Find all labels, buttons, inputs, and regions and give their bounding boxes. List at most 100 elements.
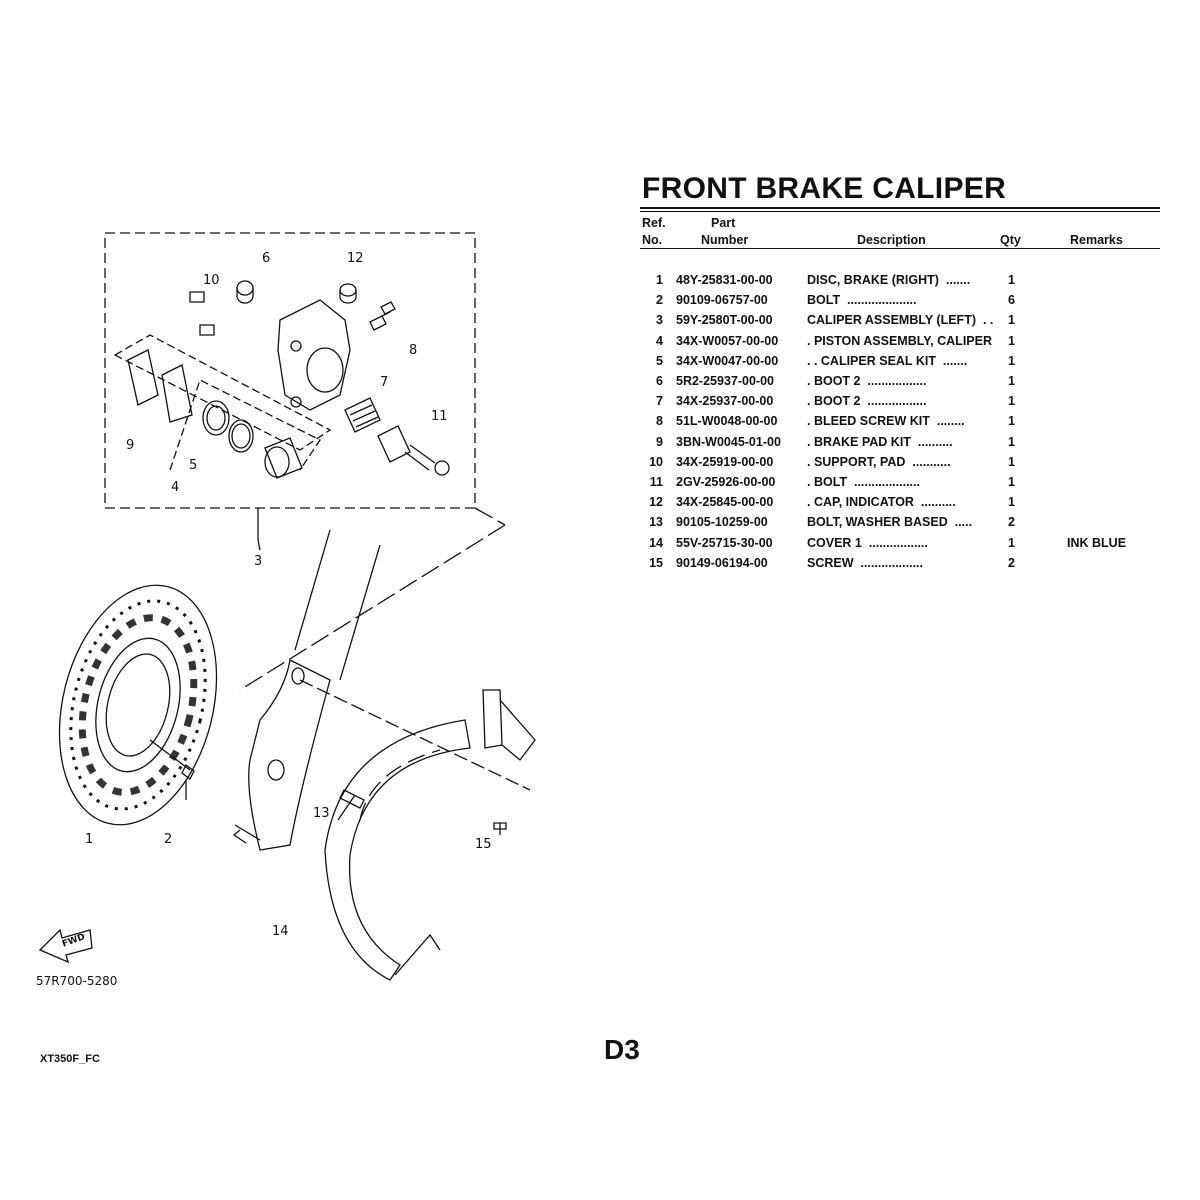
exploded-parts-diagram — [38, 232, 536, 981]
header-number: Number — [701, 233, 749, 247]
ref-number: 11 — [649, 475, 663, 489]
brake-cover — [324, 719, 471, 981]
part-number: 90105-10259-00 — [676, 515, 768, 530]
table-row: 14 55V-25715-30-00 COVER 1 ...............… — [640, 536, 1160, 556]
quantity: 1 — [1008, 475, 1015, 489]
part-number: 5R2-25937-00-00 — [676, 374, 774, 388]
callout-14: 14 — [272, 924, 289, 939]
page-number: D3 — [604, 1034, 640, 1065]
part-number: 34X-25845-00-00 — [676, 495, 774, 510]
table-row: 5 34X-W0047-00-00 . . CALIPER SEAL KIT ...… — [640, 354, 1160, 374]
ref-number: 9 — [656, 434, 663, 449]
table-row: 1 48Y-25831-00-00 DISC, BRAKE (RIGHT) ....… — [640, 273, 1160, 293]
quantity: 1 — [1008, 313, 1015, 328]
brake-disc — [58, 584, 218, 826]
part-description: . BOOT 2 ................. — [807, 374, 927, 388]
part-number: 34X-W0047-00-00 — [676, 353, 779, 368]
header-ref: Ref. — [642, 216, 666, 230]
part-number: 48Y-25831-00-00 — [676, 273, 773, 287]
caliper-body — [277, 299, 351, 411]
brake-pad — [161, 364, 193, 423]
part-description: SCREW .................. — [807, 555, 923, 570]
part-description: . PISTON ASSEMBLY, CALIPER — [807, 333, 992, 348]
ref-number: 1 — [656, 273, 663, 287]
ref-number: 3 — [656, 313, 663, 328]
remarks: INK BLUE — [1067, 535, 1127, 550]
part-description: . CAP, INDICATOR .......... — [807, 495, 956, 510]
footer-code: XT350F_FC — [40, 1053, 100, 1065]
part-description: . . CALIPER SEAL KIT ....... — [807, 353, 968, 368]
ref-number: 5 — [656, 353, 663, 368]
quantity: 1 — [1008, 394, 1015, 409]
table-row: 11 2GV-25926-00-00 . BOLT ................… — [640, 475, 1160, 495]
quantity: 1 — [1008, 374, 1015, 388]
quantity: 1 — [1008, 353, 1015, 368]
part-number: 51L-W0048-00-00 — [676, 414, 778, 429]
part-description: COVER 1 ................. — [807, 535, 928, 550]
ref-number: 7 — [656, 394, 663, 409]
callout-10: 10 — [203, 273, 220, 288]
table-row: 6 5R2-25937-00-00 . BOOT 2 ...............… — [640, 374, 1160, 394]
part-description: . SUPPORT, PAD ........... — [807, 454, 951, 469]
part-description: . BOLT ................... — [807, 475, 920, 489]
table-row: 8 51L-W0048-00-00 . BLEED SCREW KIT ......… — [640, 414, 1160, 434]
part-number: 2GV-25926-00-00 — [676, 475, 776, 489]
title-divider — [640, 207, 1160, 209]
ref-number: 14 — [649, 535, 663, 550]
ref-number: 4 — [656, 333, 663, 348]
brake-pad — [127, 349, 159, 406]
callout-5: 5 — [189, 458, 198, 473]
callout-1: 1 — [85, 832, 94, 847]
callout-7: 7 — [380, 375, 389, 390]
table-row: 3 59Y-2580T-00-00 CALIPER ASSEMBLY (LEFT) … — [640, 313, 1160, 333]
part-number: 59Y-2580T-00-00 — [676, 313, 773, 328]
part-description: CALIPER ASSEMBLY (LEFT) . . — [807, 313, 994, 328]
header-divider — [640, 248, 1160, 249]
callout-15: 15 — [475, 837, 492, 852]
quantity: 1 — [1008, 434, 1015, 449]
part-description: . BOOT 2 ................. — [807, 394, 927, 409]
piston-subgroup-outline — [113, 334, 332, 451]
ref-number: 6 — [656, 374, 663, 388]
callout-8: 8 — [409, 343, 418, 358]
diagram-code: 57R700-5280 — [36, 974, 118, 988]
caliper-assembly-outline — [104, 232, 476, 509]
ref-number: 2 — [656, 293, 663, 308]
part-description: DISC, BRAKE (RIGHT) ....... — [807, 273, 971, 287]
callout-9: 9 — [126, 438, 135, 453]
title-divider — [640, 211, 1160, 212]
header-description: Description — [857, 233, 926, 247]
callout-6: 6 — [262, 251, 271, 266]
header-part: Part — [711, 216, 736, 230]
part-description: . BRAKE PAD KIT .......... — [807, 434, 953, 449]
forward-arrow-icon — [38, 928, 93, 964]
header-qty: Qty — [1000, 233, 1021, 247]
callout-13: 13 — [313, 806, 330, 821]
quantity: 2 — [1008, 515, 1015, 530]
callout-4: 4 — [171, 480, 180, 495]
part-description: . BLEED SCREW KIT ........ — [807, 414, 965, 429]
header-no: No. — [642, 233, 663, 247]
quantity: 1 — [1008, 535, 1015, 550]
front-fork — [294, 529, 381, 681]
quantity: 6 — [1008, 293, 1015, 308]
part-description: BOLT .................... — [807, 293, 917, 308]
part-description: BOLT, WASHER BASED ..... — [807, 515, 973, 530]
part-number: 55V-25715-30-00 — [676, 535, 773, 550]
callout-3: 3 — [254, 554, 263, 569]
quantity: 1 — [1008, 414, 1015, 429]
callout-11: 11 — [431, 409, 448, 424]
ref-number: 10 — [649, 454, 663, 469]
quantity: 2 — [1008, 555, 1015, 570]
ref-number: 15 — [649, 555, 663, 570]
quantity: 1 — [1008, 273, 1015, 287]
ref-number: 8 — [656, 414, 663, 429]
callout-12: 12 — [347, 251, 364, 266]
